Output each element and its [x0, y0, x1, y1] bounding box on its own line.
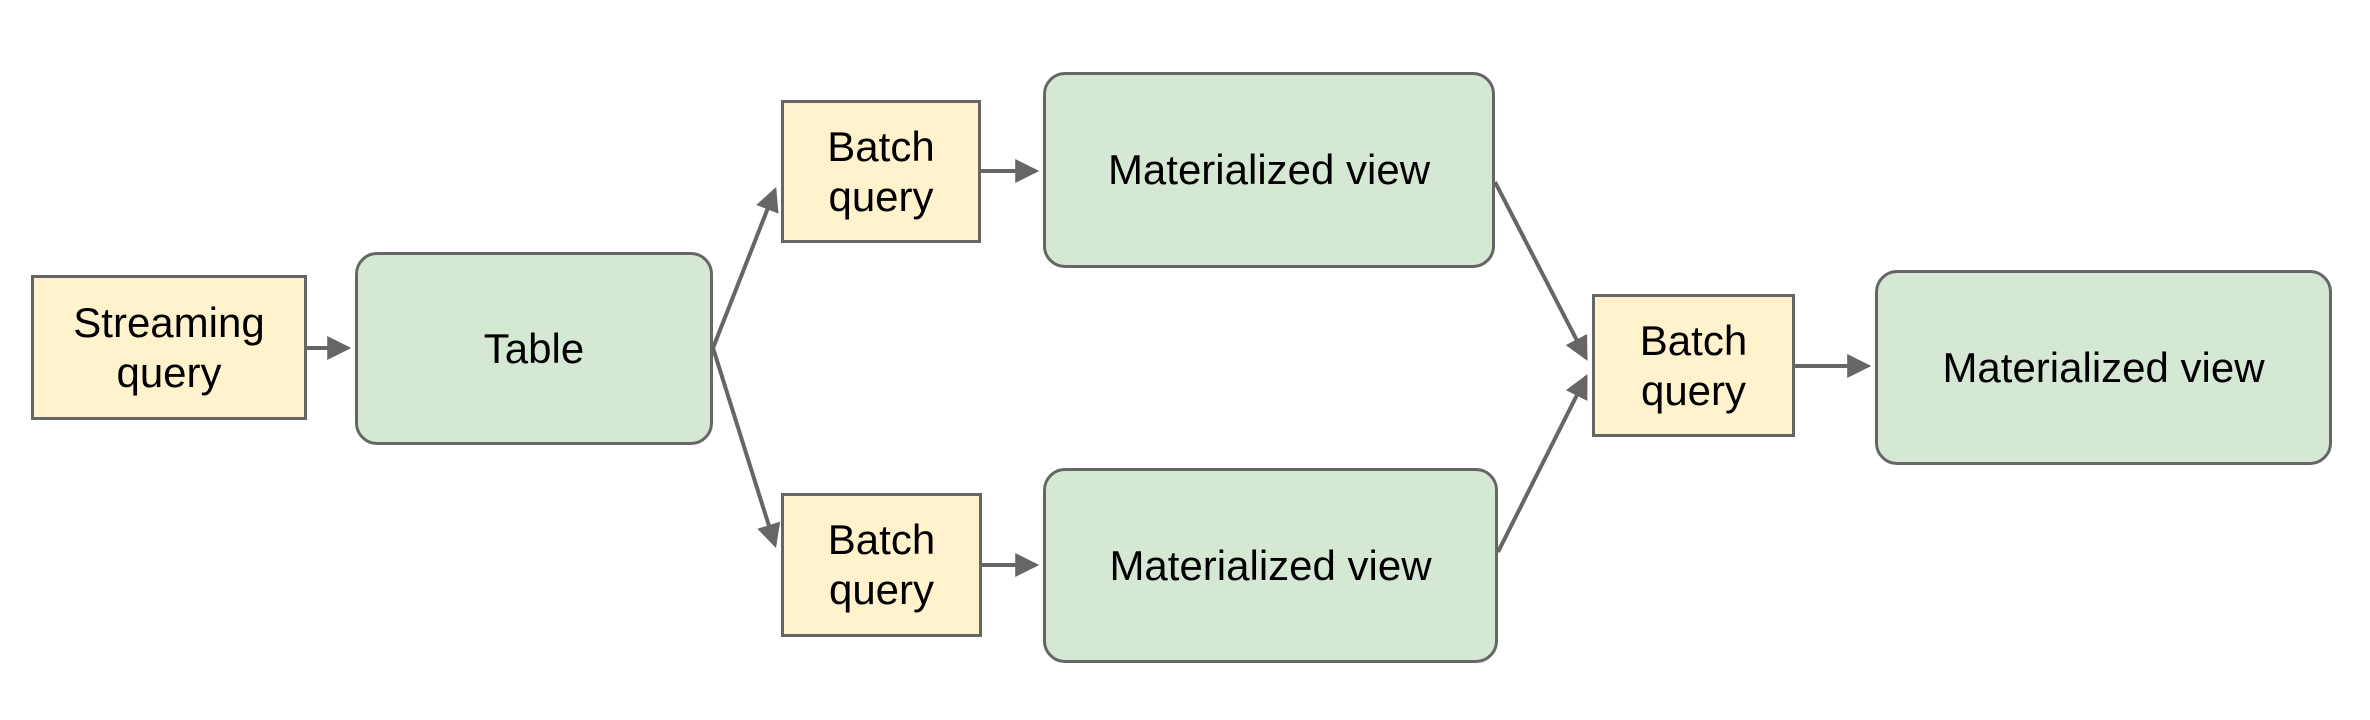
- node-materialized-view-top-label: Materialized view: [1107, 146, 1431, 194]
- edge-table-to-batch-query-top: [711, 187, 779, 349]
- node-streaming-query-label: Streaming query: [73, 298, 265, 396]
- node-materialized-view-top[interactable]: Materialized view: [1043, 72, 1495, 268]
- node-batch-query-top-label: Batch query: [827, 122, 935, 220]
- node-materialized-view-bottom[interactable]: Materialized view: [1043, 468, 1498, 663]
- edge-table-to-batch-query-bottom: [711, 347, 781, 549]
- node-batch-query-right[interactable]: Batch query: [1592, 294, 1795, 437]
- edge-materialized-view-bottom-to-batch-query-right: [1496, 374, 1588, 553]
- node-streaming-query[interactable]: Streaming query: [31, 275, 307, 420]
- node-batch-query-right-label: Batch query: [1639, 316, 1748, 414]
- node-materialized-view-right[interactable]: Materialized view: [1875, 270, 2332, 465]
- node-table-label: Table: [483, 324, 585, 372]
- node-batch-query-bottom[interactable]: Batch query: [781, 493, 982, 637]
- node-materialized-view-right-label: Materialized view: [1942, 343, 2265, 391]
- edge-materialized-view-top-to-batch-query-right: [1493, 181, 1588, 361]
- node-batch-query-top[interactable]: Batch query: [781, 100, 981, 243]
- node-batch-query-bottom-label: Batch query: [827, 516, 936, 613]
- node-materialized-view-bottom-label: Materialized view: [1109, 541, 1432, 589]
- node-table[interactable]: Table: [355, 252, 713, 445]
